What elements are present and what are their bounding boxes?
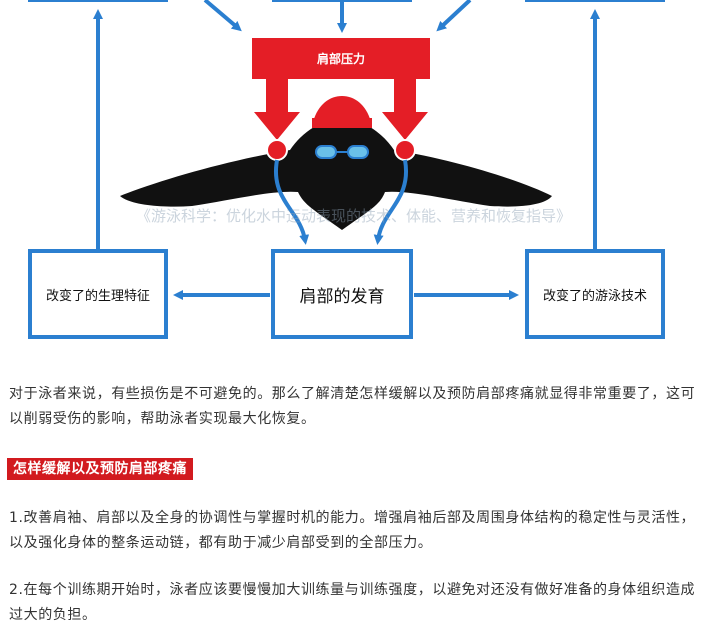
book-watermark: 《游泳科学：优化水中运动表现的技术、体能、营养和恢复指导》 — [135, 207, 571, 225]
pressure-arrow-right — [382, 78, 428, 140]
pressure-arrow-left — [254, 78, 300, 140]
point-2-paragraph: 2.在每个训练期开始时，泳者应该要慢慢加大训练量与训练强度，以避免对还没有做好准… — [9, 582, 696, 623]
top-left-box — [28, 0, 168, 2]
shoulder-stress-label: 肩部压力 — [252, 38, 430, 79]
point-1-paragraph: 1.改善肩袖、肩部以及全身的协调性与掌握时机的能力。增强肩袖后部及周围身体结构的… — [9, 510, 696, 551]
intro-paragraph: 对于泳者来说，有些损伤是不可避免的。那么了解清楚怎样缓解以及预防肩部疼痛就显得非… — [9, 386, 696, 427]
diagram-graphics — [93, 0, 600, 300]
right-shoulder-marker — [394, 139, 416, 161]
section-heading: 怎样缓解以及预防肩部疼痛 — [7, 458, 193, 480]
shoulder-development-box: 肩部的发育 — [271, 249, 413, 339]
altered-technique-box: 改变了的游泳技术 — [525, 249, 665, 339]
swimmer-icon — [120, 96, 552, 230]
left-shoulder-marker — [266, 139, 288, 161]
altered-physiology-box: 改变了的生理特征 — [28, 249, 168, 339]
arrow-left-shoulder-down — [273, 159, 310, 245]
shoulder-stress-diagram: 肩部压力 《游泳科学：优化水中运动表现的技术、体能、营养和恢复指导》 改变了的生… — [28, 0, 665, 339]
arrow-top-right — [436, 0, 472, 32]
arrow-right-shoulder-down — [373, 159, 409, 245]
arrow-top-left — [203, 0, 242, 32]
top-right-box — [525, 0, 665, 2]
